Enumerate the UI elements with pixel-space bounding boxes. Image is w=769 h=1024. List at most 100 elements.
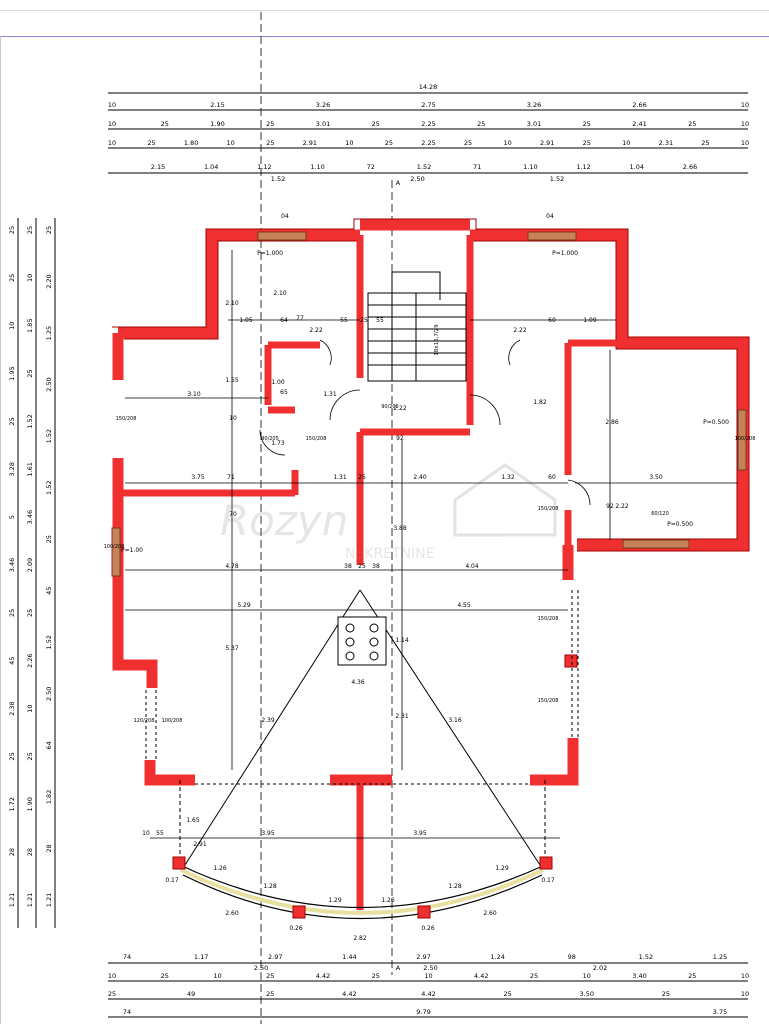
watermark-line1: Rozyn xyxy=(220,496,348,545)
interior-dim-label: 1.65 xyxy=(186,817,200,824)
interior-dim-label: 25 xyxy=(358,563,366,570)
interior-dim-label: 2.82 xyxy=(353,935,367,942)
top-dim-row2: 2.41 xyxy=(632,120,646,128)
window-tag: 100/208 xyxy=(162,718,183,724)
interior-dim-label: 2.10 xyxy=(273,290,287,297)
section-marker-top: A xyxy=(396,179,401,187)
left-dim-col3: 1.52 xyxy=(45,429,53,443)
bottom-dim-row1: 74 xyxy=(123,953,131,961)
bottom-dim-row1: 1.17 xyxy=(194,953,208,961)
bottom-dim-row2: 10 xyxy=(213,972,221,980)
top-dim-row3: 2.91 xyxy=(540,139,554,147)
interior-dim-label: 25 xyxy=(358,474,366,481)
viewer-top-bar xyxy=(0,0,769,37)
bottom-dim-row2: 4.42 xyxy=(474,972,488,980)
interior-dim-label: 4.36 xyxy=(351,679,365,686)
left-dim-col3: 1.52 xyxy=(45,480,53,494)
interior-dim-label: 55 xyxy=(376,317,384,324)
left-dim-col1: 25 xyxy=(8,274,16,282)
interior-dim-label: 25 xyxy=(360,317,368,324)
glazing-lines xyxy=(145,590,579,785)
left-dim-col1: 25 xyxy=(8,417,16,425)
left-dim-col2: 10 xyxy=(26,274,34,282)
top-dim-row4: 1.52 xyxy=(417,163,431,171)
top-dim-row2: 10 xyxy=(741,120,749,128)
left-dim-col3: 2.50 xyxy=(45,377,53,391)
terrace-columns xyxy=(172,654,578,919)
top-dim-row3: 10 xyxy=(622,139,630,147)
interior-dim-label: 1.31 xyxy=(323,391,337,398)
top-dim-row2: 25 xyxy=(477,120,485,128)
interior-dim-label: 1.32 xyxy=(501,474,515,481)
interior-dimension-lines xyxy=(125,250,738,839)
top-dim-row2: 25 xyxy=(688,120,696,128)
viewer-left-edge xyxy=(0,36,1,1024)
exterior-walls xyxy=(112,219,749,786)
interior-dim-label: P=1.000 xyxy=(257,250,283,257)
top-dim-row3: 2.31 xyxy=(659,139,673,147)
left-dim-col3: 64 xyxy=(45,741,53,749)
top-dim-row2: 2.25 xyxy=(421,120,435,128)
window-tag: 150/208 xyxy=(538,698,559,704)
interior-dim-label: 1.28 xyxy=(448,883,462,890)
interior-dim-label: 2.10 xyxy=(225,300,239,307)
interior-dim-label: 55 xyxy=(340,317,348,324)
window-tag: 90/205 xyxy=(381,404,399,410)
top-dim-row3: 10 xyxy=(503,139,511,147)
top-dim-row4b: 1.52 xyxy=(271,175,285,183)
interior-dim-label: 55 xyxy=(156,830,164,837)
top-dim-row3: 10 xyxy=(345,139,353,147)
interior-dim-label: 2.91 xyxy=(193,841,207,848)
interior-dim-label: 1.31 xyxy=(333,474,347,481)
interior-dim-label: 71 xyxy=(227,474,235,481)
bottom-dim-row2: 25 xyxy=(161,972,169,980)
top-dim-row4: 1.10 xyxy=(310,163,324,171)
top-dim-row4: 1.10 xyxy=(523,163,537,171)
left-dim-col2: 1.52 xyxy=(26,414,34,428)
top-dim-row1: 2.66 xyxy=(632,101,646,109)
top-dim-row4: 2.15 xyxy=(151,163,165,171)
top-dim-row3: 25 xyxy=(583,139,591,147)
top-dim-row1: 3.26 xyxy=(316,101,330,109)
bottom-dim-row3: 25 xyxy=(662,990,670,998)
left-dim-col1: 3.46 xyxy=(8,558,16,572)
interior-dim-label: 2.60 xyxy=(483,910,497,917)
bottom-dim-row3: 25 xyxy=(108,990,116,998)
left-dim-col1: 1.21 xyxy=(8,893,16,907)
interior-dim-label: 60 xyxy=(548,474,556,481)
interior-dim-label: 04 xyxy=(546,213,554,220)
top-dim-row2: 3.01 xyxy=(316,120,330,128)
top-dim-row4: 2.66 xyxy=(683,163,697,171)
top-dim-row4: 72 xyxy=(367,163,375,171)
left-dim-col1: 45 xyxy=(8,657,16,665)
interior-dim-label: 64 xyxy=(280,317,288,324)
left-dim-col1: 3.28 xyxy=(8,462,16,476)
top-dim-row3: 25 xyxy=(266,139,274,147)
interior-dim-label: 2.22 xyxy=(615,503,629,510)
viewer-top-rule xyxy=(0,10,769,11)
bottom-dim-row1b: 2.50 xyxy=(254,964,268,972)
front-terrace-arc xyxy=(179,589,546,920)
top-dim-row3: 10 xyxy=(227,139,235,147)
left-dim-col2: 1.61 xyxy=(26,462,34,476)
top-dim-row2: 25 xyxy=(372,120,380,128)
bottom-dim-row2: 10 xyxy=(424,972,432,980)
top-dim-row3: 2.91 xyxy=(303,139,317,147)
left-dim-col2: 25 xyxy=(26,609,34,617)
left-dim-col3: 2.50 xyxy=(45,687,53,701)
top-dimension-lines xyxy=(108,92,748,174)
window-tag: 150/208 xyxy=(538,506,559,512)
interior-dim-label: P=1.00 xyxy=(121,547,143,554)
window-tag: 150/208 xyxy=(116,416,137,422)
bottom-dim-row1: 1.52 xyxy=(639,953,653,961)
left-dim-col2: 2.09 xyxy=(26,558,34,572)
window-tag: 60/120 xyxy=(651,511,669,517)
interior-dim-label: 1.29 xyxy=(328,897,342,904)
bottom-dim-row3: 49 xyxy=(187,990,195,998)
left-dim-col2: 25 xyxy=(26,226,34,234)
bottom-dim-row1b: 2.50 xyxy=(423,964,437,972)
bottom-dim-row2: 25 xyxy=(688,972,696,980)
interior-walls xyxy=(118,235,622,910)
interior-dim-label: 2.39 xyxy=(261,717,275,724)
